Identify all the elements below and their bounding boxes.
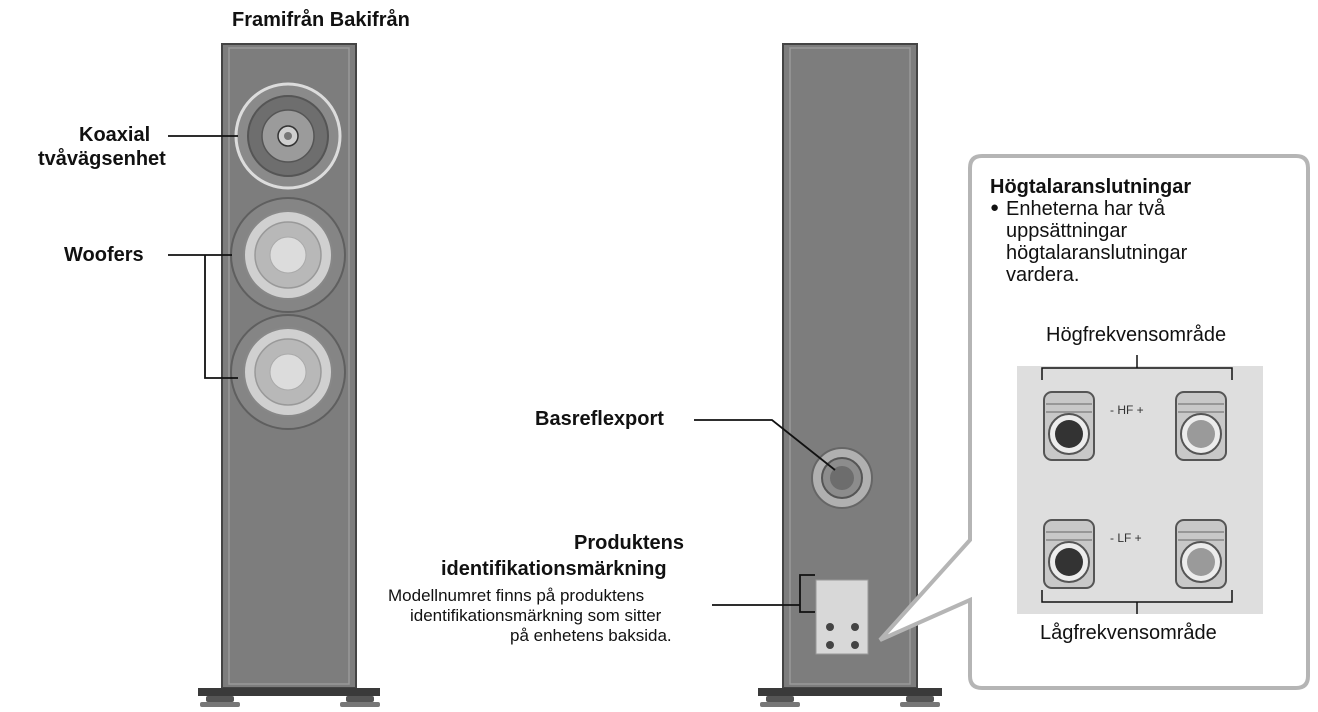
- bullet-icon: ●: [990, 199, 1000, 216]
- product-id-title-line2: identifikationsmärkning: [441, 558, 667, 580]
- front-speaker-feet: [198, 688, 380, 707]
- lf-negative-terminal: [1043, 519, 1095, 589]
- product-id-title-line1: Produktens: [574, 532, 685, 554]
- hf-positive-terminal: [1175, 391, 1227, 461]
- woofer-upper: [230, 197, 346, 313]
- product-id-desc-line2: identifikationsmärkning som sitter: [410, 606, 662, 625]
- callout-text-line2: uppsättningar: [1006, 220, 1128, 242]
- coaxial-label-line2: tvåvägsenhet: [38, 148, 166, 170]
- hf-negative-terminal: [1043, 391, 1095, 461]
- coaxial-label-line1: Koaxial: [79, 124, 151, 146]
- product-id-desc-line3: på enhetens baksida.: [510, 626, 672, 645]
- lf-positive-terminal: [1175, 519, 1227, 589]
- terminal-plate: [815, 579, 869, 655]
- back-speaker: [694, 43, 942, 707]
- lf-terminal-label: - LF +: [1110, 531, 1142, 545]
- product-id-desc-line1: Modellnumret finns på produktens: [388, 586, 645, 605]
- front-speaker: [168, 43, 380, 707]
- woofer-lower: [230, 314, 346, 430]
- high-range-label: Högfrekvensområde: [1046, 324, 1227, 346]
- bass-reflex-port: [811, 447, 873, 509]
- back-speaker-feet: [758, 688, 942, 707]
- woofers-label: Woofers: [64, 244, 144, 266]
- callout-text-line4: vardera.: [1006, 264, 1080, 286]
- view-heading: Framifrån Bakifrån: [232, 9, 410, 31]
- coaxial-driver: [234, 82, 342, 190]
- hf-terminal-label: - HF +: [1110, 403, 1144, 417]
- callout-box: [878, 154, 1310, 690]
- low-range-label: Lågfrekvensområde: [1040, 622, 1217, 644]
- callout-title: Högtalaranslutningar: [990, 176, 1192, 198]
- callout-text-line3: högtalaranslutningar: [1006, 242, 1188, 264]
- bass-reflex-label: Basreflexport: [535, 408, 664, 430]
- callout-text-line1: Enheterna har två: [1006, 198, 1165, 220]
